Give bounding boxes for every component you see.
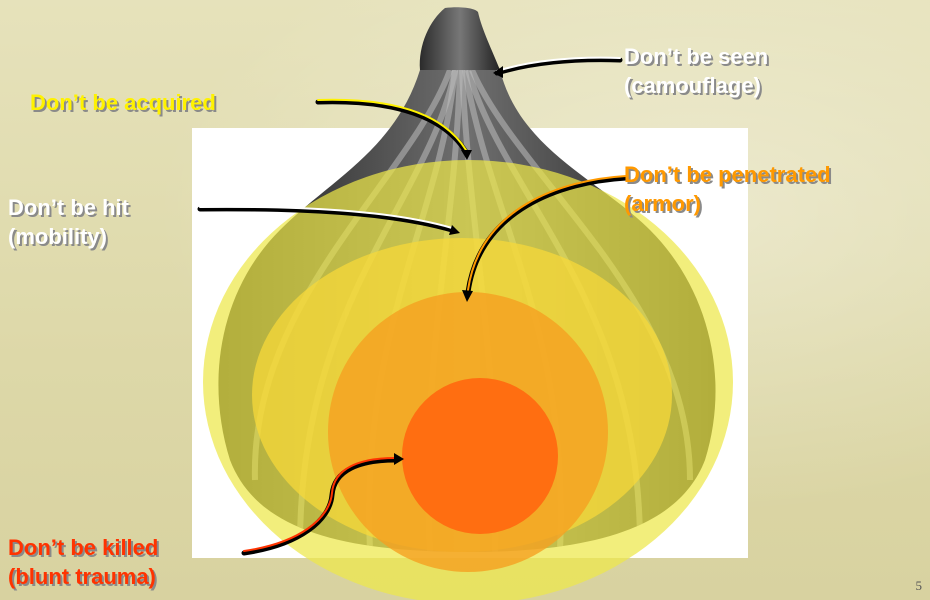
- label-seen-line1: Don’t be seen: [624, 42, 768, 71]
- label-acquired-line1: Don’t be acquired: [30, 88, 216, 117]
- layer-killed: [402, 378, 558, 534]
- label-killed-line2: (blunt trauma): [8, 562, 158, 591]
- label-killed-line1: Don’t be killed: [8, 533, 158, 562]
- label-penetrated-line1: Don’t be penetrated: [624, 160, 831, 189]
- label-hit-line1: Don’t be hit: [8, 193, 129, 222]
- arrow-seen: [493, 58, 620, 78]
- label-acquired: Don’t be acquired: [30, 88, 216, 117]
- label-seen: Don’t be seen (camouflage): [624, 42, 768, 100]
- onion-stem: [420, 7, 500, 70]
- label-hit: Don’t be hit (mobility): [8, 193, 129, 251]
- slide-number: 5: [916, 578, 923, 594]
- label-penetrated: Don’t be penetrated (armor): [624, 160, 831, 218]
- label-penetrated-line2: (armor): [624, 189, 831, 218]
- label-seen-line2: (camouflage): [624, 71, 768, 100]
- label-killed: Don’t be killed (blunt trauma): [8, 533, 158, 591]
- label-hit-line2: (mobility): [8, 222, 129, 251]
